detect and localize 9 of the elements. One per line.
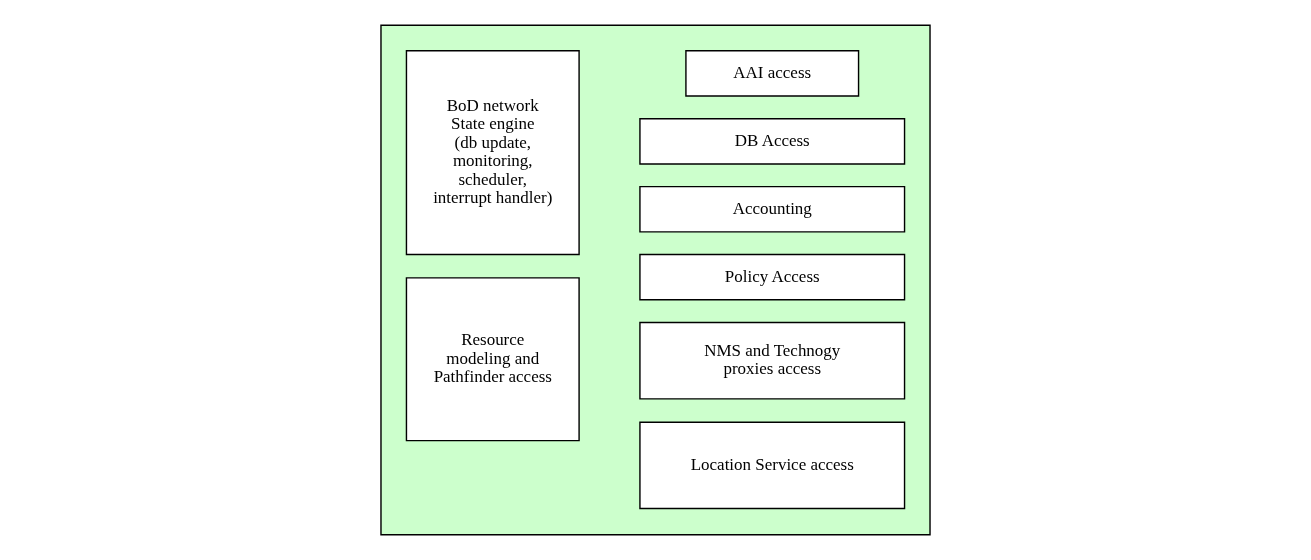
- node-box: BoD network State engine (db update, monitoring, scheduler, interrupt handler): [405, 50, 580, 256]
- node-box: DB Access: [639, 117, 906, 165]
- node-box: Policy Access: [639, 253, 906, 301]
- node-box: Location Service access: [639, 421, 906, 510]
- node-box: Resource modeling and Pathfinder access: [405, 277, 580, 442]
- node-box: AAI access: [685, 50, 860, 97]
- cluster: [380, 24, 931, 536]
- node-box: NMS and Technogy proxies access: [639, 321, 906, 400]
- node-box: Accounting: [639, 185, 906, 233]
